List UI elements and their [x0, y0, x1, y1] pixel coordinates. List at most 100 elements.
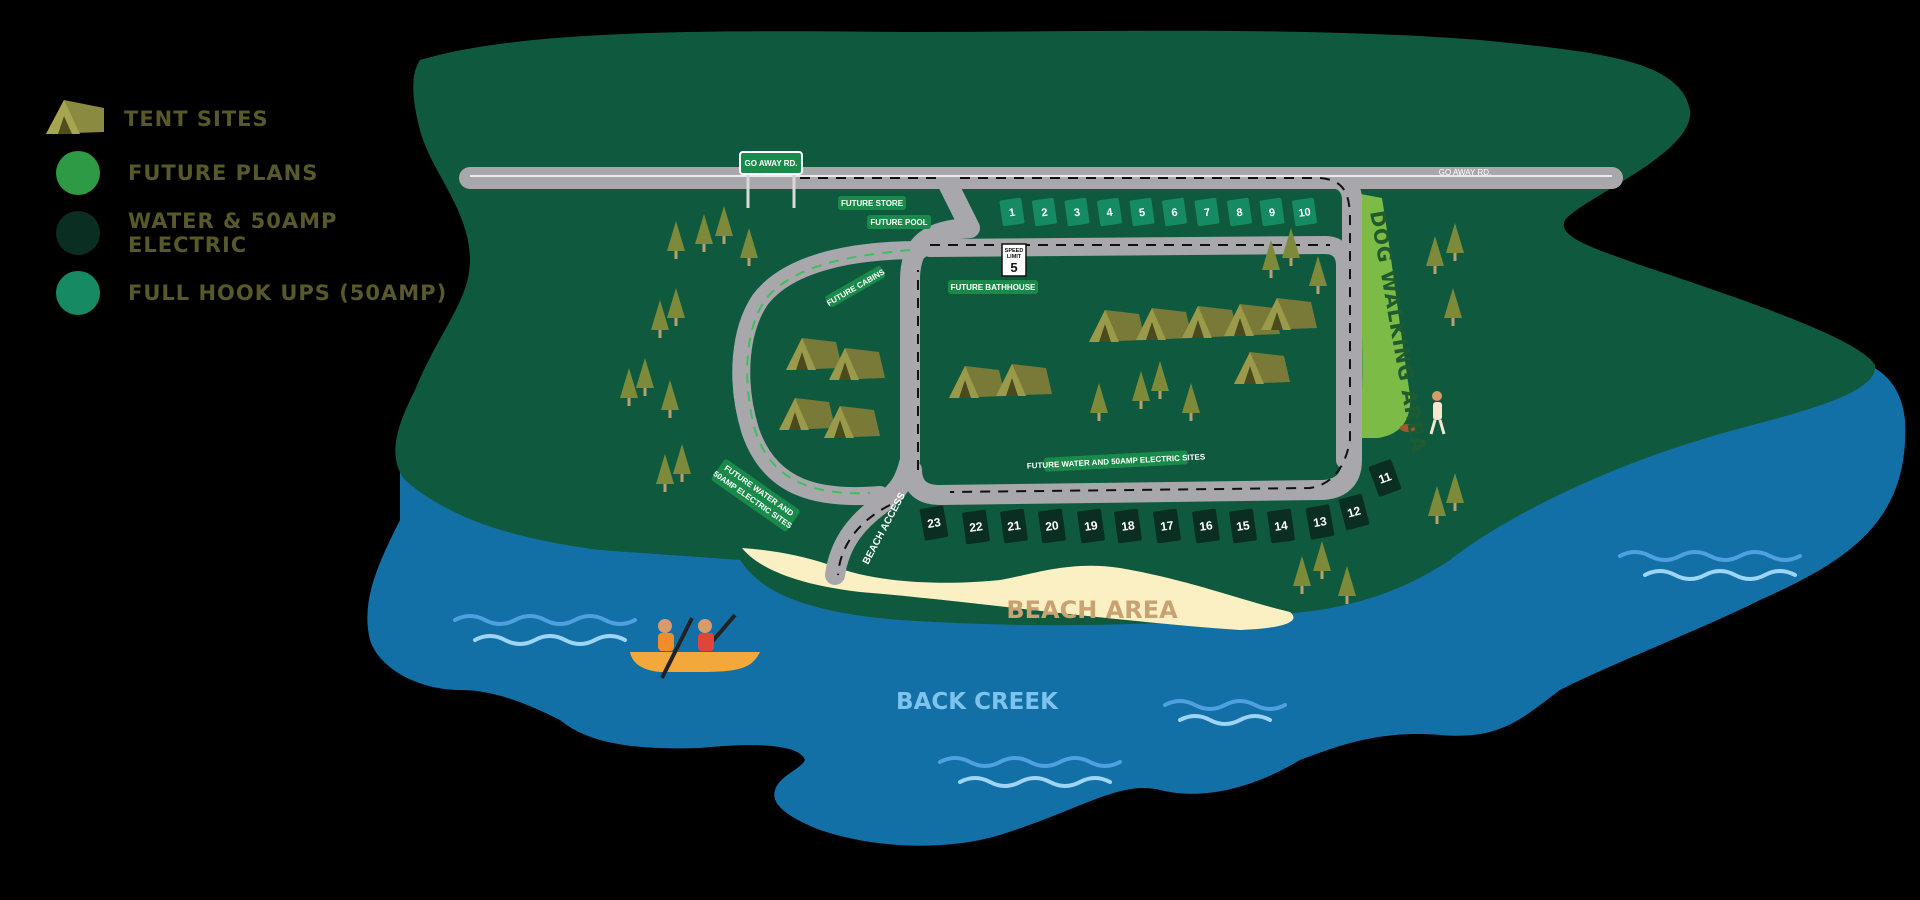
tree	[1151, 361, 1169, 399]
tree	[667, 221, 685, 259]
site-number: 12	[1346, 503, 1363, 520]
tent	[1182, 306, 1238, 338]
site-20: 20	[1038, 508, 1066, 544]
site-2: 2	[1032, 197, 1057, 227]
future-plans-swatch	[56, 151, 100, 195]
site-number: 6	[1171, 207, 1179, 220]
site-1: 1	[999, 197, 1025, 227]
site-19: 19	[1077, 508, 1105, 544]
site-number: 18	[1120, 518, 1135, 534]
tree	[1446, 473, 1464, 511]
site-16: 16	[1192, 508, 1220, 544]
kayak	[630, 613, 760, 679]
tent-sites	[779, 298, 1317, 438]
direction-arrows	[800, 177, 1351, 576]
tree	[651, 300, 669, 338]
tree	[1132, 371, 1150, 409]
site-14: 14	[1267, 508, 1295, 544]
site-21: 21	[1000, 508, 1028, 544]
water-electric-swatch	[56, 211, 100, 255]
tree	[1444, 288, 1462, 326]
site-number: 22	[968, 519, 983, 535]
tree	[1338, 566, 1356, 604]
tree	[1426, 236, 1444, 274]
tree	[656, 454, 674, 492]
tree	[620, 368, 638, 406]
future-bathhouse-label-bg	[948, 280, 1038, 294]
tent	[1089, 310, 1145, 342]
site-8: 8	[1227, 197, 1252, 227]
tree	[1090, 383, 1108, 421]
site-number: 20	[1044, 518, 1059, 534]
legend-label-water-electric: WATER & 50AMP ELECTRIC	[128, 209, 338, 257]
tree	[1293, 556, 1311, 594]
site-number: 14	[1273, 518, 1288, 534]
legend-item-future-plans: FUTURE PLANS	[40, 148, 460, 198]
tent	[786, 338, 842, 370]
tree	[740, 228, 758, 266]
tent	[1261, 298, 1317, 330]
tent-icon	[46, 100, 104, 134]
site-17: 17	[1153, 508, 1181, 544]
future-pool-label: FUTURE POOL	[870, 218, 927, 227]
site-18: 18	[1114, 508, 1142, 544]
legend-label-future-plans: FUTURE PLANS	[128, 161, 319, 185]
tent	[949, 366, 1005, 398]
dog-walker	[1400, 391, 1446, 435]
site-7: 7	[1194, 197, 1220, 227]
site-12: 12	[1338, 493, 1370, 531]
speed-limit-sign	[1001, 243, 1027, 277]
entrance-sign-label: GO AWAY RD.	[744, 159, 797, 168]
site-number: 16	[1198, 518, 1213, 534]
tree	[667, 288, 685, 326]
trees	[620, 206, 1464, 604]
full-hookups-swatch	[56, 271, 100, 315]
future-store-label: FUTURE STORE	[841, 199, 904, 208]
site-number: 2	[1041, 207, 1049, 220]
tree	[661, 380, 679, 418]
legend-item-water-electric: WATER & 50AMP ELECTRIC	[40, 208, 460, 258]
legend-label-tent-sites: TENT SITES	[124, 107, 269, 131]
site-22: 22	[962, 509, 990, 545]
tree	[1428, 486, 1446, 524]
speed-sign-line2: LIMIT	[1007, 254, 1022, 260]
site-6: 6	[1162, 197, 1187, 227]
future-path-arrows	[746, 249, 911, 495]
tent	[1136, 308, 1192, 340]
legend-item-tent-sites: TENT SITES	[40, 94, 460, 144]
future-pool-label-bg	[867, 215, 931, 229]
site-number: 21	[1006, 518, 1021, 534]
road-label: GO AWAY RD.	[1439, 168, 1491, 177]
waves	[453, 550, 1802, 788]
site-number: 5	[1138, 207, 1146, 220]
beach-area-label: BEACH AREA	[1006, 596, 1178, 624]
site-number: 8	[1236, 207, 1244, 220]
future-water-sites-label-bg	[1043, 450, 1189, 472]
legend-item-full-hookups: FULL HOOK UPS (50AMP)	[40, 268, 460, 318]
site-number: 19	[1083, 518, 1098, 534]
site-10: 10	[1292, 197, 1317, 227]
tree	[1282, 228, 1300, 266]
tree	[1446, 223, 1464, 261]
site-5: 5	[1129, 197, 1155, 227]
site-number: 13	[1312, 514, 1328, 530]
site-number: 17	[1159, 518, 1174, 534]
tree	[673, 444, 691, 482]
tree	[636, 358, 654, 396]
site-15: 15	[1229, 508, 1257, 544]
tree	[695, 214, 713, 252]
speed-sign-value: 5	[1010, 260, 1017, 275]
site-9: 9	[1259, 197, 1285, 227]
site-number: 1	[1008, 207, 1016, 220]
site-number: 10	[1298, 206, 1312, 220]
site-number: 23	[926, 515, 942, 531]
entrance-sign	[739, 151, 803, 208]
tent	[829, 348, 885, 380]
site-number: 9	[1268, 207, 1276, 220]
future-store-label-bg	[838, 196, 906, 210]
site-number: 7	[1203, 207, 1211, 220]
site-13: 13	[1305, 504, 1335, 540]
